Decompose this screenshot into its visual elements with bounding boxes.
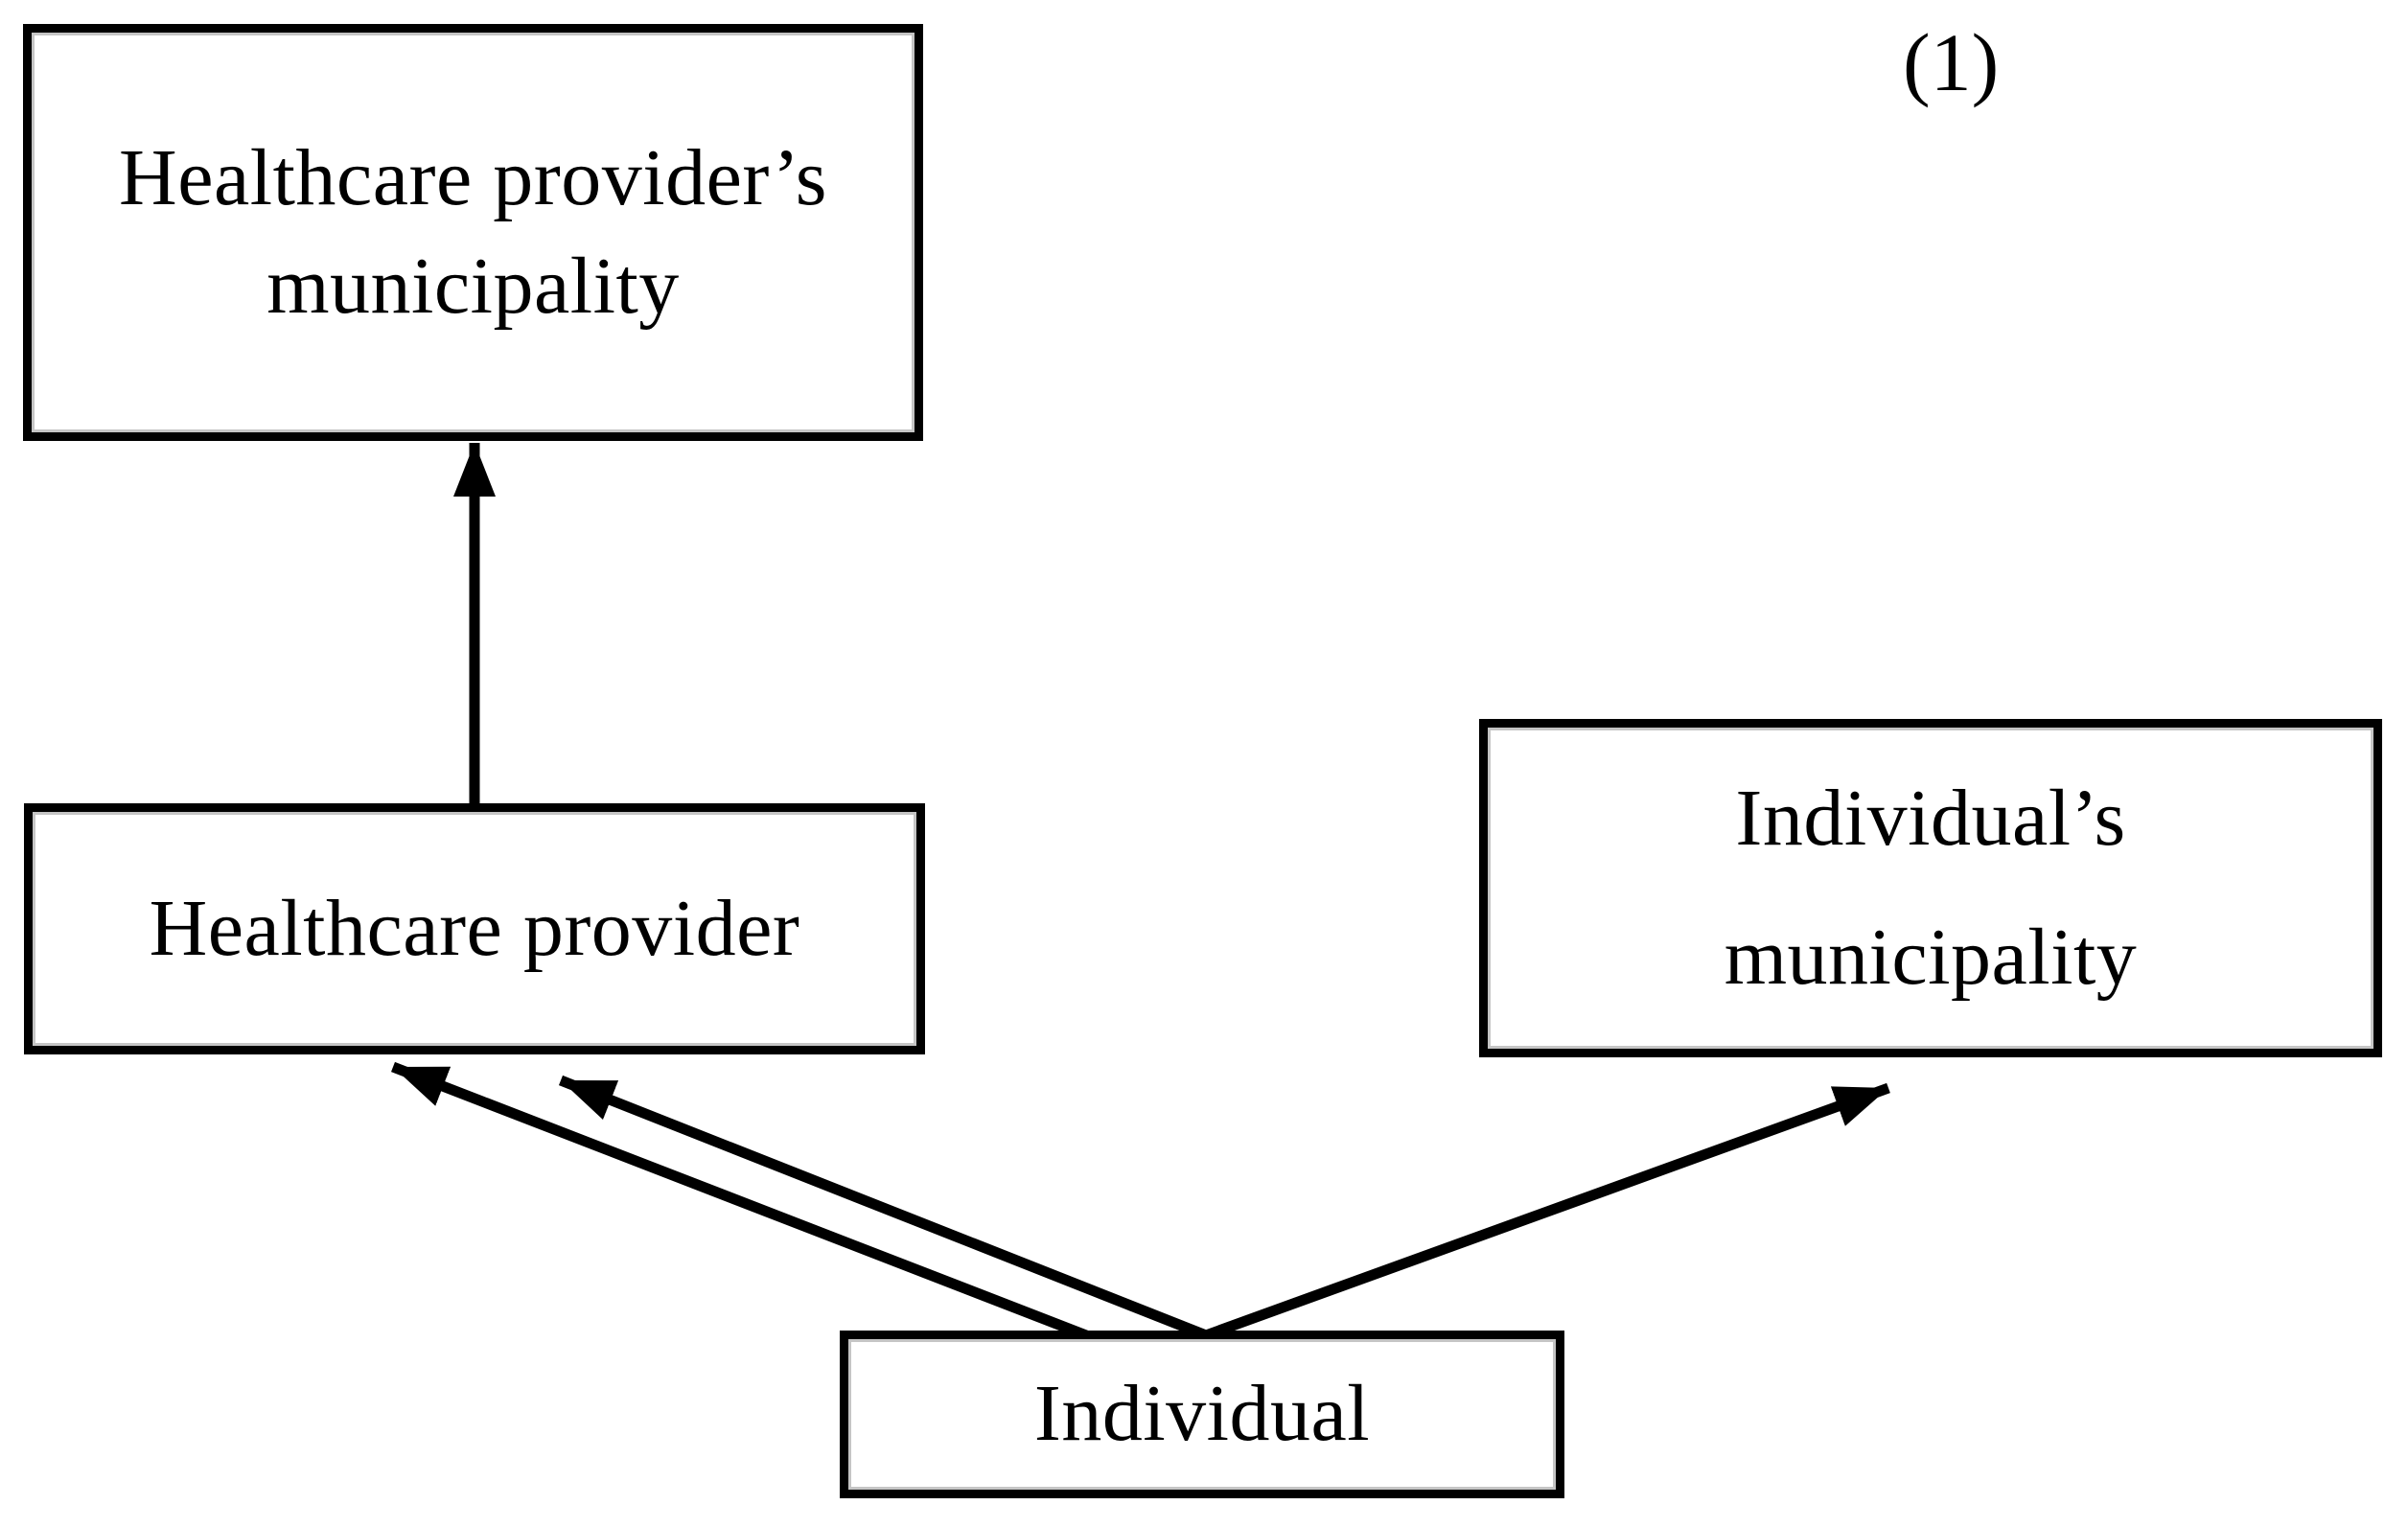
node-healthcare-providers-municipality: Healthcare provider’s municipality <box>23 24 923 441</box>
figure-number-label: (1) <box>1903 16 2000 108</box>
node-healthcare-provider: Healthcare provider <box>24 803 925 1054</box>
arrow-individual-to-provider-outer <box>391 1061 1088 1341</box>
arrow-individual-to-individual-municipality <box>1204 1082 1890 1341</box>
node-individual-label: Individual <box>1033 1369 1371 1459</box>
node-healthcare-providers-municipality-label: Healthcare provider’s municipality <box>119 132 827 331</box>
node-individual: Individual <box>840 1331 1564 1498</box>
node-individuals-municipality: Individual’s municipality <box>1479 719 2382 1057</box>
node-healthcare-provider-label: Healthcare provider <box>149 883 800 973</box>
node-individuals-municipality-label: Individual’s municipality <box>1724 774 2138 1002</box>
arrow-individual-to-provider-inner <box>558 1075 1209 1341</box>
